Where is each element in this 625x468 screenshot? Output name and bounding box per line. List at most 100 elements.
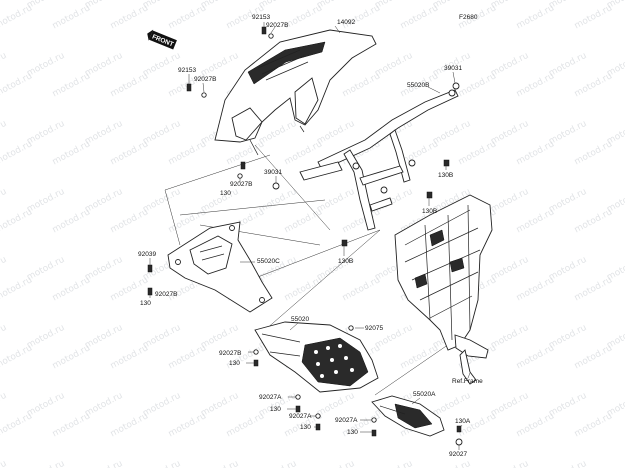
watermark-text: motod.ru	[109, 139, 150, 167]
watermark-text: motod.ru	[457, 71, 498, 99]
watermark-text: motod.ru	[167, 139, 208, 167]
watermark-text: motod.ru	[25, 119, 66, 147]
watermark-text: motod.ru	[167, 411, 208, 439]
watermark-text: motod.ru	[25, 187, 66, 215]
part-label: 92153	[252, 14, 270, 21]
watermark-text: motod.ru	[573, 71, 614, 99]
watermark-text: motod.ru	[431, 391, 472, 419]
part-label: 130	[140, 300, 151, 307]
part-label: 92027A	[259, 394, 282, 401]
watermark-text: motod.ru	[199, 459, 240, 468]
watermark-text: motod.ru	[83, 323, 124, 351]
part-label: 39031	[444, 65, 462, 72]
watermark-text: motod.ru	[0, 3, 34, 31]
part-label: 130B	[338, 258, 353, 265]
watermark-text: motod.ru	[51, 411, 92, 439]
watermark-text: motod.ru	[0, 71, 34, 99]
watermark-text: motod.ru	[489, 459, 530, 468]
part-label: 55020B	[407, 82, 429, 89]
watermark-text: motod.ru	[283, 207, 324, 235]
watermark-text: motod.ru	[515, 343, 556, 371]
watermark-text: motod.ru	[25, 255, 66, 283]
part-labels: F2680 92153 92027B 14092 92153 92027B 39…	[138, 14, 483, 458]
watermark-text: motod.ru	[431, 119, 472, 147]
watermark-text: motod.ru	[547, 391, 588, 419]
watermark-text: motod.ru	[199, 51, 240, 79]
part-label: 130	[300, 424, 311, 431]
watermark-text: motod.ru	[167, 207, 208, 235]
part-label: 130B	[438, 172, 453, 179]
watermark-text: motod.ru	[0, 411, 34, 439]
watermark-text: motod.ru	[0, 139, 34, 167]
watermark-text: motod.ru	[547, 119, 588, 147]
watermark-text: motod.ru	[0, 391, 8, 419]
watermark-text: motod.ru	[573, 207, 614, 235]
watermark-text: motod.ru	[199, 391, 240, 419]
watermark-text: motod.ru	[573, 411, 614, 439]
part-label: 92027B	[230, 181, 252, 188]
watermark-text: motod.ru	[167, 343, 208, 371]
part-label: 55020C	[257, 258, 280, 265]
watermark-text: motod.ru	[515, 71, 556, 99]
part-label: 92027B	[155, 291, 177, 298]
watermark-text: motod.ru	[283, 275, 324, 303]
watermark-text: motod.ru	[515, 207, 556, 235]
watermark-text: motod.ru	[489, 51, 530, 79]
watermark-text: motod.ru	[25, 323, 66, 351]
watermark-text: motod.ru	[83, 51, 124, 79]
part-label: 92027A	[335, 417, 358, 424]
watermark-text: motod.ru	[0, 459, 8, 468]
watermark-text: motod.ru	[0, 275, 34, 303]
watermark-text: motod.ru	[141, 187, 182, 215]
watermark-text: motod.ru	[109, 3, 150, 31]
watermark-text: motod.ru	[51, 71, 92, 99]
watermark-text: motod.ru	[399, 343, 440, 371]
watermark-text: motod.ru	[51, 207, 92, 235]
watermark-text: motod.ru	[573, 3, 614, 31]
part-label: 130B	[422, 208, 437, 215]
side-guard-55020c	[167, 221, 273, 313]
watermark-text: motod.ru	[257, 459, 298, 468]
part-label: 130	[229, 360, 240, 367]
watermark-text: motod.ru	[0, 207, 34, 235]
small-plate-55020a	[371, 395, 445, 437]
watermark-text: motod.ru	[315, 119, 356, 147]
part-label: 130	[270, 406, 281, 413]
part-label: 130	[347, 429, 358, 436]
pipe-frame-55020b	[299, 89, 459, 231]
watermark-text: motod.ru	[457, 139, 498, 167]
part-label: 14092	[337, 19, 355, 26]
front-stamp: FRONT	[147, 29, 177, 50]
watermark-text: motod.ru	[83, 459, 124, 468]
watermark-text: motod.ru	[0, 51, 8, 79]
part-label: 55020	[291, 316, 309, 323]
watermark-text: motod.ru	[51, 275, 92, 303]
watermark-text: motod.ru	[141, 459, 182, 468]
watermark-text: motod.ru	[0, 187, 8, 215]
watermark-text: motod.ru	[341, 3, 382, 31]
watermark-text: motod.ru	[51, 139, 92, 167]
part-label: 92039	[138, 251, 156, 258]
watermark-text: motod.ru	[0, 0, 8, 11]
watermark-text: motod.ru	[341, 275, 382, 303]
watermark-text: motod.ru	[83, 255, 124, 283]
watermark-text: motod.ru	[547, 323, 588, 351]
watermark-text: motod.ru	[109, 343, 150, 371]
part-label: 92027B	[194, 76, 216, 83]
watermark-text: motod.ru	[225, 343, 266, 371]
upper-cover-14092	[214, 29, 377, 156]
watermark-text: motod.ru	[25, 459, 66, 468]
part-label: 130A	[455, 418, 471, 425]
watermark-text: motod.ru	[373, 459, 414, 468]
watermark-text: motod.ru	[573, 343, 614, 371]
watermark-text: motod.ru	[605, 0, 625, 11]
part-label: 92027	[449, 451, 467, 458]
watermark-text: motod.ru	[141, 391, 182, 419]
watermark-text: motod.ru	[515, 275, 556, 303]
watermark-text: motod.ru	[25, 391, 66, 419]
watermark-text: motod.ru	[573, 275, 614, 303]
part-label: 130	[220, 190, 231, 197]
watermark-text: motod.ru	[315, 459, 356, 468]
watermark-text: motod.ru	[51, 343, 92, 371]
